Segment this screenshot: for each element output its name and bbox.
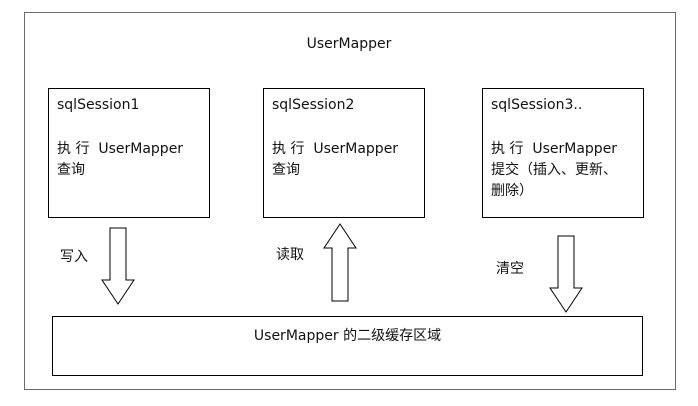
edge-label-clear: 清空 <box>496 261 524 277</box>
diagram-title: UserMapper <box>306 36 392 52</box>
session-description: 执 行 UserMapper 提交（插入、更新、 删除） <box>491 141 618 199</box>
session-name: sqlSession1 <box>57 97 140 113</box>
session-box-2: sqlSession2 执 行 UserMapper 查询 <box>263 88 425 218</box>
session-name: sqlSession2 <box>272 97 355 113</box>
edge-label-write: 写入 <box>60 249 88 265</box>
session-box-1: sqlSession1 执 行 UserMapper 查询 <box>48 88 210 218</box>
arrow-down-icon <box>549 235 583 313</box>
arrow-up-icon <box>323 223 357 302</box>
cache-label: UserMapper 的二级缓存区域 <box>253 328 442 344</box>
session-description: 执 行 UserMapper 查询 <box>272 141 399 178</box>
edge-label-read: 读取 <box>276 247 304 263</box>
arrow-down-icon <box>101 227 135 305</box>
session-description: 执 行 UserMapper 查询 <box>57 141 184 178</box>
outer-frame <box>24 12 676 390</box>
session-name: sqlSession3.. <box>491 97 583 113</box>
second-level-cache-region: UserMapper 的二级缓存区域 <box>52 316 643 376</box>
session-box-3: sqlSession3.. 执 行 UserMapper 提交（插入、更新、 删… <box>482 88 644 218</box>
